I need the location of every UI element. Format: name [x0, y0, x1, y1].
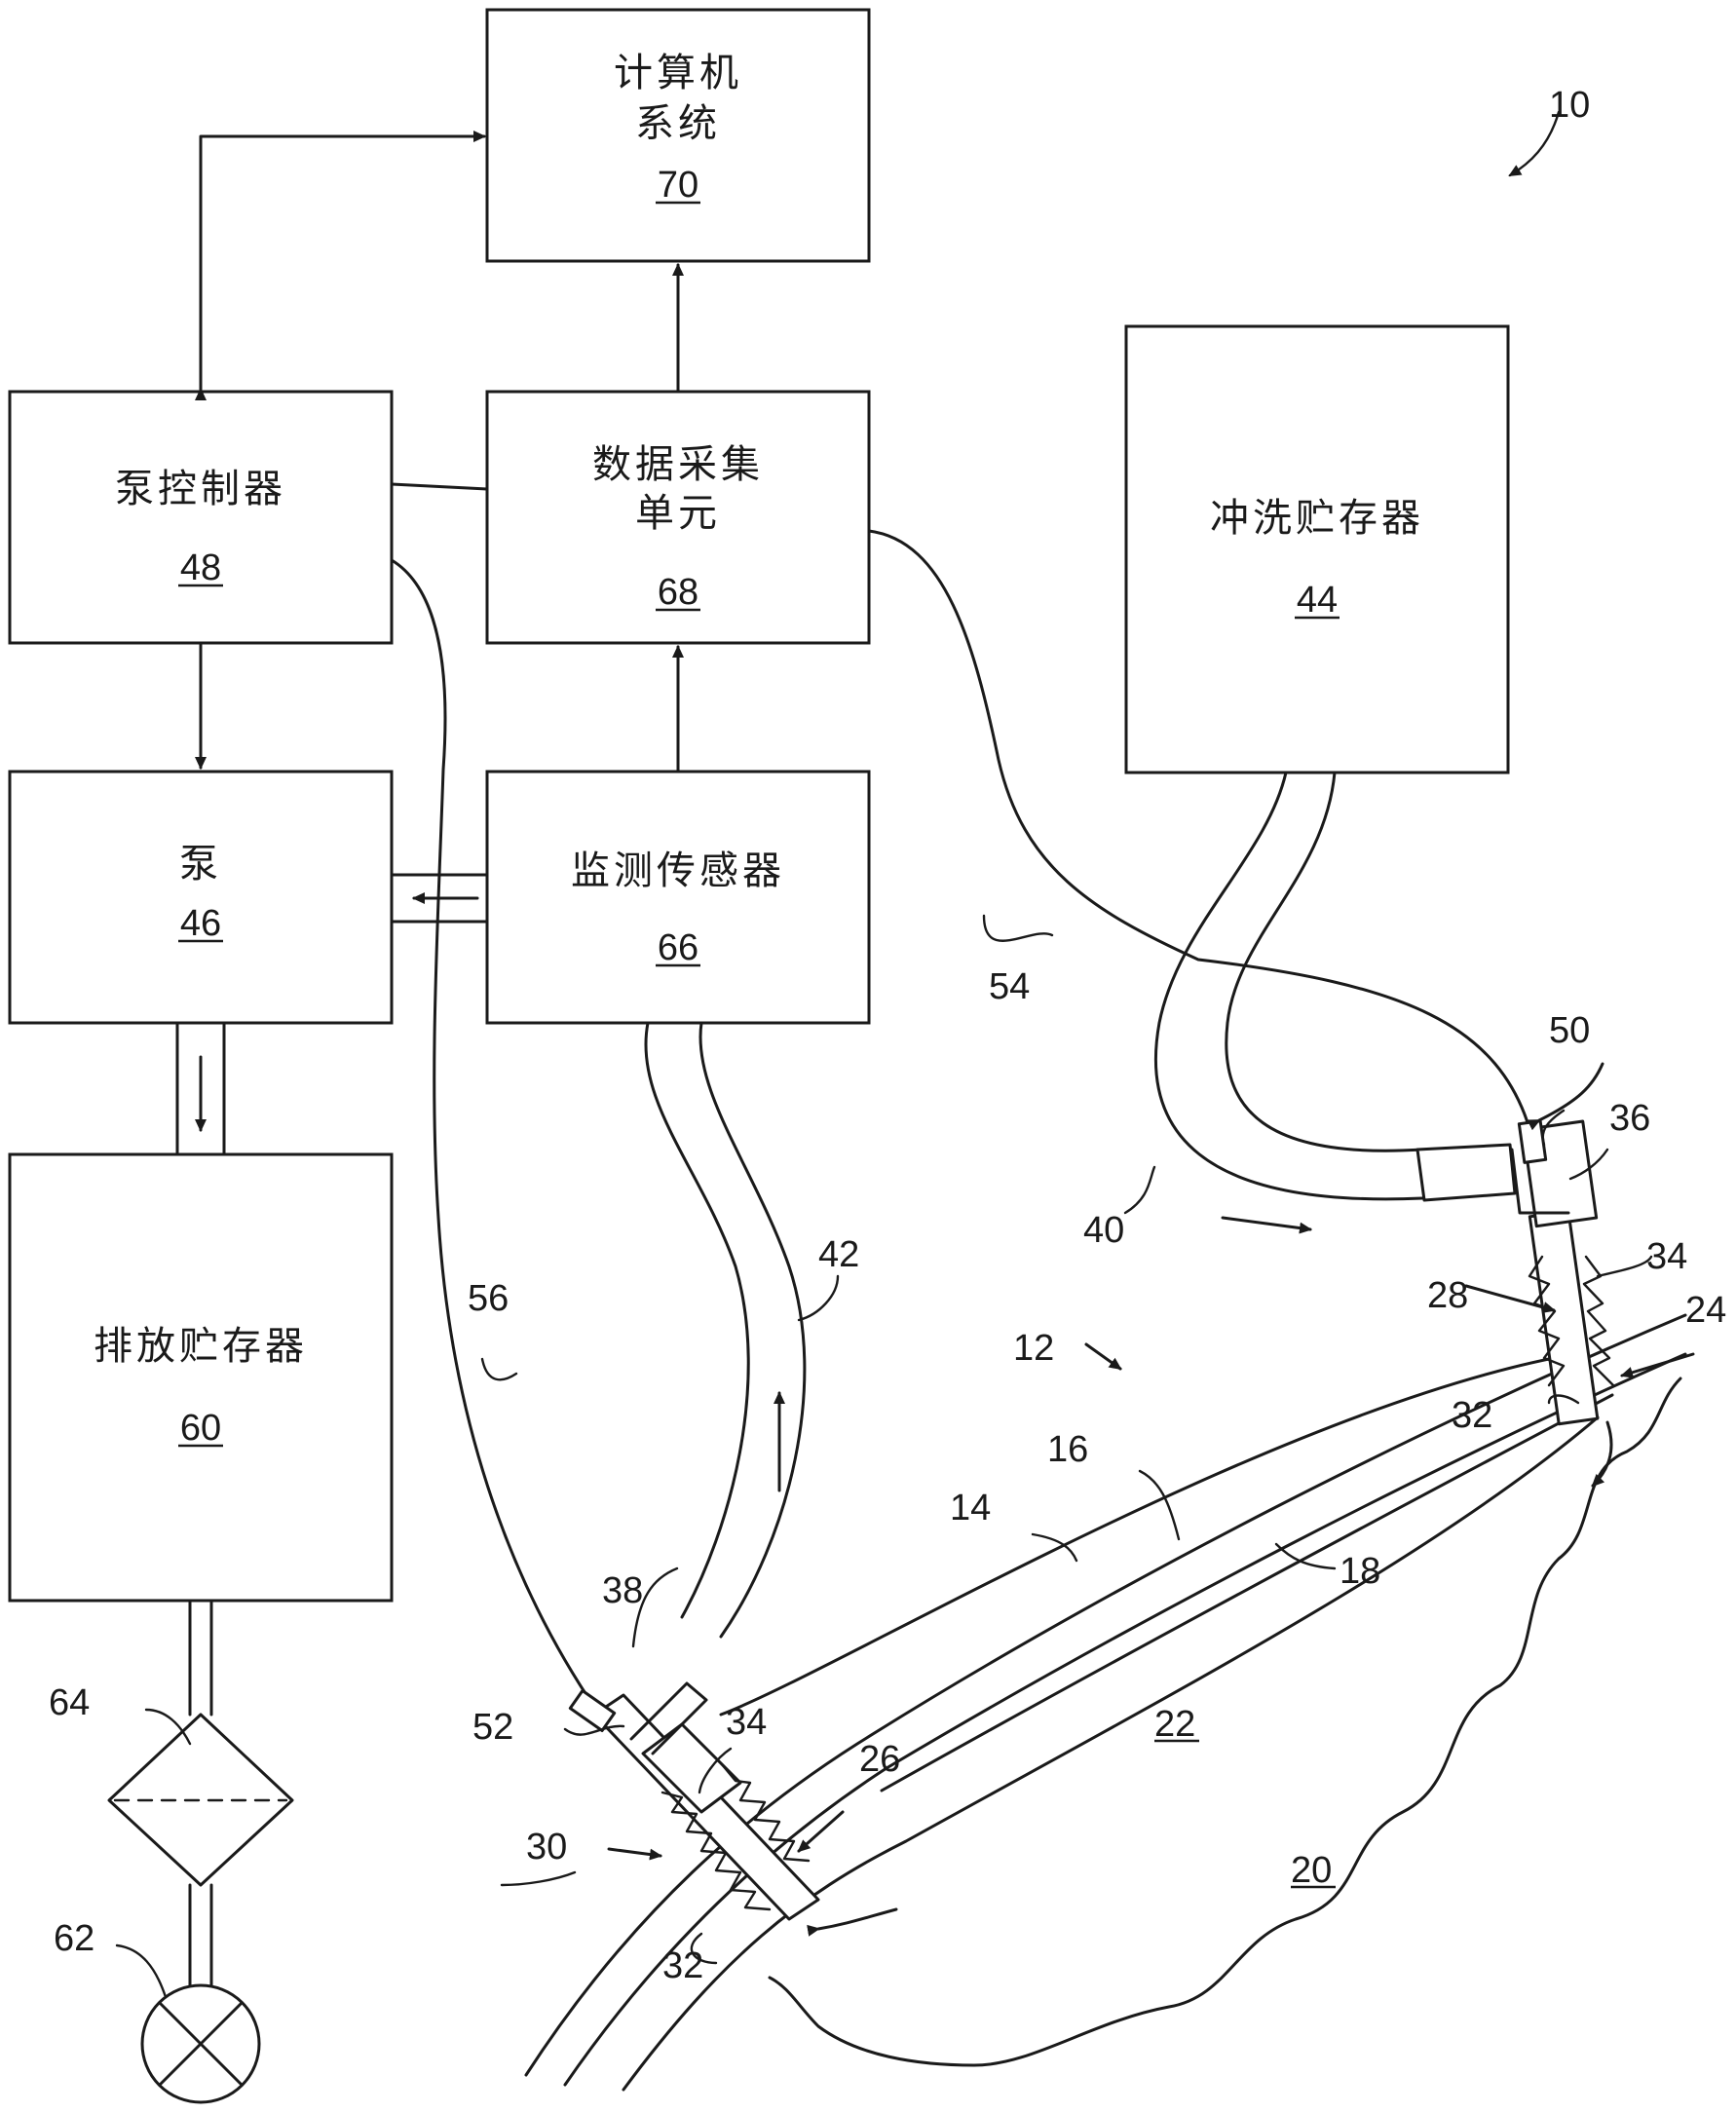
pump-number: 46	[180, 903, 221, 944]
computer-system-box: 计算机 系统 70	[485, 8, 871, 263]
ref-40: 40	[1083, 1210, 1124, 1251]
computer-label-2: 系统	[635, 101, 721, 146]
flush-reservoir-label: 冲洗贮存器	[1210, 496, 1424, 541]
computer-number: 70	[658, 165, 698, 206]
ref-42: 42	[818, 1234, 859, 1275]
ref-24: 24	[1685, 1290, 1726, 1331]
leader-lines	[115, 110, 1653, 1999]
ref-32b: 32	[662, 1945, 703, 1986]
flow-arrows	[607, 1062, 1695, 1861]
ref-16: 16	[1047, 1429, 1088, 1470]
pump-controller-box: 泵控制器 48	[8, 390, 394, 645]
data-acq-label-1: 数据采集	[592, 442, 764, 487]
flush-reservoir-number: 44	[1297, 580, 1338, 621]
monitoring-sensor-number: 66	[658, 927, 698, 968]
flush-reservoir-box: 冲洗贮存器 44	[1124, 324, 1510, 774]
monitoring-sensor-label: 监测传感器	[571, 849, 785, 893]
ref-30: 30	[526, 1827, 567, 1868]
drain-outlet-line	[188, 1599, 213, 1996]
ref-34a: 34	[1646, 1236, 1687, 1277]
ref-56: 56	[468, 1278, 509, 1319]
ref-12: 12	[1013, 1328, 1054, 1369]
pump-controller-label: 泵控制器	[115, 467, 286, 511]
ref-38: 38	[602, 1570, 643, 1611]
signal-connections	[195, 131, 684, 774]
ref-14: 14	[950, 1488, 991, 1528]
vessel-12	[524, 1313, 1687, 2092]
wire-56	[390, 558, 598, 1712]
data-acq-number: 68	[658, 572, 698, 613]
drain-reservoir-box: 排放贮存器 60	[8, 1152, 394, 1603]
filter-symbol	[107, 1713, 294, 1887]
cannula-28	[1415, 1119, 1615, 1488]
monitoring-sensor-box: 监测传感器 66	[485, 770, 871, 1025]
ref-52: 52	[472, 1707, 513, 1748]
ref-64: 64	[49, 1682, 90, 1723]
ref-22: 22	[1154, 1704, 1195, 1745]
ref-50: 50	[1549, 1010, 1590, 1051]
pump-box: 泵 46	[8, 770, 394, 1025]
data-acq-label-2: 单元	[635, 491, 721, 536]
computer-label-1: 计算机	[614, 51, 742, 95]
drain-reservoir-label: 排放贮存器	[94, 1324, 308, 1369]
ref-10: 10	[1549, 85, 1590, 126]
ref-32a: 32	[1452, 1395, 1492, 1436]
ref-54: 54	[989, 966, 1030, 1007]
pump-controller-number: 48	[180, 547, 221, 588]
reference-numerals: 10 12 14 16 18 20 22 24 26 28 30 32 32 3…	[49, 85, 1726, 1986]
sensor-tube-42	[644, 1021, 807, 1639]
ref-20: 20	[1291, 1850, 1332, 1891]
data-acquisition-box: 数据采集 单元 68	[485, 390, 871, 645]
ref-26: 26	[859, 1739, 900, 1780]
ref-18: 18	[1340, 1551, 1380, 1592]
ref-34b: 34	[726, 1702, 767, 1743]
cannula-30	[568, 1681, 898, 1937]
pump-to-drain-conduit	[175, 1021, 226, 1156]
valve-symbol	[140, 1983, 261, 2104]
ref-62: 62	[54, 1918, 94, 1959]
wire-54	[867, 529, 1533, 1137]
tissue-boundary	[768, 1377, 1682, 2067]
flush-tube-40	[1154, 771, 1424, 1234]
ref-36: 36	[1609, 1098, 1650, 1139]
pump-label: 泵	[179, 842, 222, 887]
ref-28: 28	[1427, 1275, 1468, 1316]
drain-reservoir-number: 60	[180, 1408, 221, 1449]
